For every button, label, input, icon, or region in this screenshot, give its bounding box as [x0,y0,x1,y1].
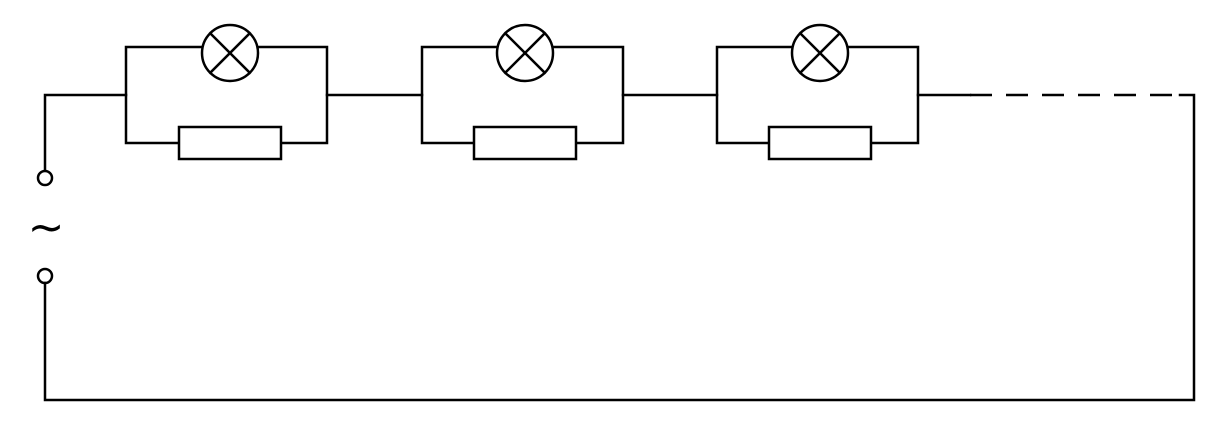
parallel-stage-2 [420,23,625,161]
resistor-icon [472,125,578,161]
stage-2-frame-right [551,45,625,145]
ac-terminal-bottom [36,267,54,285]
parallel-stage-3 [715,23,920,161]
resistor-icon [767,125,873,161]
lamp-cross [798,31,842,75]
supply-lead-top [43,93,128,173]
ac-terminal-top [36,169,54,187]
stage-3-frame-right [846,45,920,145]
lamp-cross [503,31,547,75]
return-wire [43,93,1196,402]
ac-source-symbol: ~ [28,202,65,253]
resistor-icon [177,125,283,161]
stage-1-frame-left [124,45,204,145]
parallel-stage-1 [124,23,329,161]
stage-2-frame-left [420,45,499,145]
stage-3-frame-left [715,45,794,145]
lamp-cross [208,31,252,75]
stage-1-frame-right [256,45,329,145]
